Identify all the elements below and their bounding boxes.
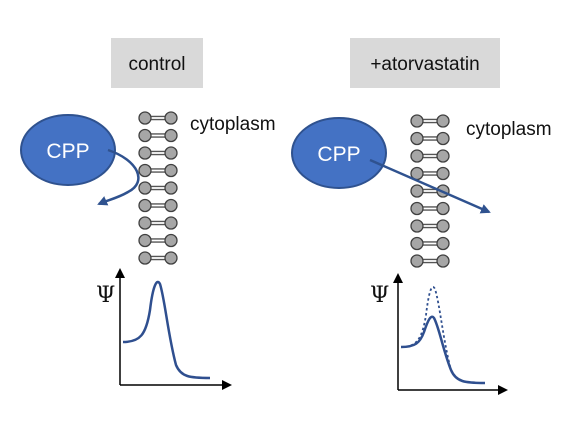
lipid-pair: [138, 146, 178, 160]
control-label: control: [128, 54, 185, 75]
lipid-head: [138, 111, 152, 125]
lipid-head: [164, 128, 178, 143]
lipid-pair: [410, 149, 450, 163]
atorvastatin-label-box: [350, 38, 500, 88]
psi-curve-reference-dotted: [400, 286, 486, 384]
lipid-head: [436, 201, 450, 216]
lipid-head: [436, 131, 450, 146]
lipid-pair: [138, 163, 178, 178]
cpp-label-atorvastatin: CPP: [317, 143, 360, 166]
lipid-pair: [138, 251, 178, 265]
lipid-head: [164, 198, 178, 213]
lipid-pair: [410, 254, 450, 268]
lipid-pair: [138, 233, 178, 248]
panel-atorvastatin: +atorvastatin cytoplasm CPP Ψ: [291, 38, 552, 395]
lipid-head: [138, 216, 152, 230]
lipid-pair: [138, 198, 178, 213]
cytoplasm-label-atorvastatin: cytoplasm: [466, 119, 552, 140]
lipid-head: [138, 233, 152, 248]
panel-control: control cytoplasm CPP Ψ: [20, 38, 276, 390]
lipid-head: [164, 146, 178, 160]
lipid-pair: [410, 236, 450, 251]
psi-curve-atorvastatin: [400, 315, 486, 385]
lipid-pair: [410, 131, 450, 146]
lipid-pair: [410, 201, 450, 216]
lipid-head: [410, 236, 424, 251]
lipid-head: [138, 163, 152, 178]
lipid-head: [436, 166, 450, 181]
lipid-head: [436, 114, 450, 128]
membrane-bilayer-control: [138, 111, 178, 265]
arrow-repelled-control: [97, 148, 140, 206]
lipid-head: [164, 233, 178, 248]
lipid-head: [164, 163, 178, 178]
psi-symbol-control: Ψ: [96, 283, 115, 308]
lipid-pair: [410, 166, 450, 181]
lipid-head: [410, 201, 424, 216]
lipid-head: [436, 254, 450, 268]
psi-symbol-atorvastatin: Ψ: [370, 283, 389, 308]
lipid-head: [436, 236, 450, 251]
psi-curve-control: [122, 280, 211, 380]
cytoplasm-label-control: cytoplasm: [190, 114, 276, 135]
cpp-label-control: CPP: [46, 140, 89, 163]
lipid-head: [410, 149, 424, 163]
lipid-head: [410, 131, 424, 146]
lipid-pair: [410, 219, 450, 233]
lipid-head: [164, 251, 178, 265]
lipid-head: [410, 254, 424, 268]
lipid-head: [410, 184, 424, 198]
membrane-bilayer-atorvastatin: [410, 114, 450, 268]
lipid-pair: [410, 114, 450, 128]
lipid-pair: [138, 181, 178, 195]
lipid-head: [138, 251, 152, 265]
lipid-head: [164, 111, 178, 125]
control-label-box: [111, 38, 203, 88]
cpp-molecule-control: [20, 114, 116, 186]
lipid-head: [138, 198, 152, 213]
lipid-head: [138, 128, 152, 143]
lipid-head: [164, 181, 178, 195]
arrow-crossing-atorvastatin: [369, 158, 491, 214]
lipid-head: [138, 146, 152, 160]
cpp-molecule-atorvastatin: [291, 117, 387, 189]
lipid-head: [164, 216, 178, 230]
lipid-pair: [138, 216, 178, 230]
lipid-head: [138, 181, 152, 195]
lipid-pair: [138, 128, 178, 143]
lipid-head: [410, 114, 424, 128]
atorvastatin-label: +atorvastatin: [370, 54, 479, 75]
lipid-head: [436, 149, 450, 163]
lipid-head: [436, 219, 450, 233]
lipid-pair: [138, 111, 178, 125]
lipid-head: [410, 219, 424, 233]
